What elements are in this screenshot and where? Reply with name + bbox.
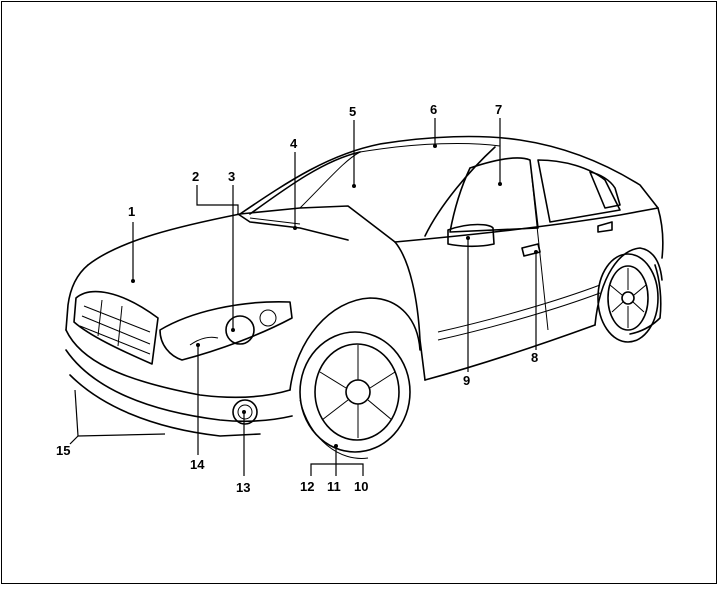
callout-10: 10 [354,479,368,494]
callout-7: 7 [495,102,502,117]
callout-11: 11 [327,479,341,494]
callout-12: 12 [300,479,314,494]
leader-lines [70,118,536,476]
callout-15: 15 [56,443,70,458]
callout-13: 13 [236,480,250,495]
callout-6: 6 [430,102,437,117]
callout-1: 1 [128,204,135,219]
callout-14: 14 [190,457,205,472]
callout-labels: 1 2 3 4 5 6 7 8 9 10 11 12 13 14 15 [56,102,538,495]
callout-4: 4 [290,136,298,151]
callout-8: 8 [531,350,538,365]
callout-9: 9 [463,373,470,388]
car-body [66,137,663,459]
callout-5: 5 [349,104,356,119]
leader-dots [131,144,538,448]
callout-2: 2 [192,169,199,184]
callout-3: 3 [228,169,235,184]
